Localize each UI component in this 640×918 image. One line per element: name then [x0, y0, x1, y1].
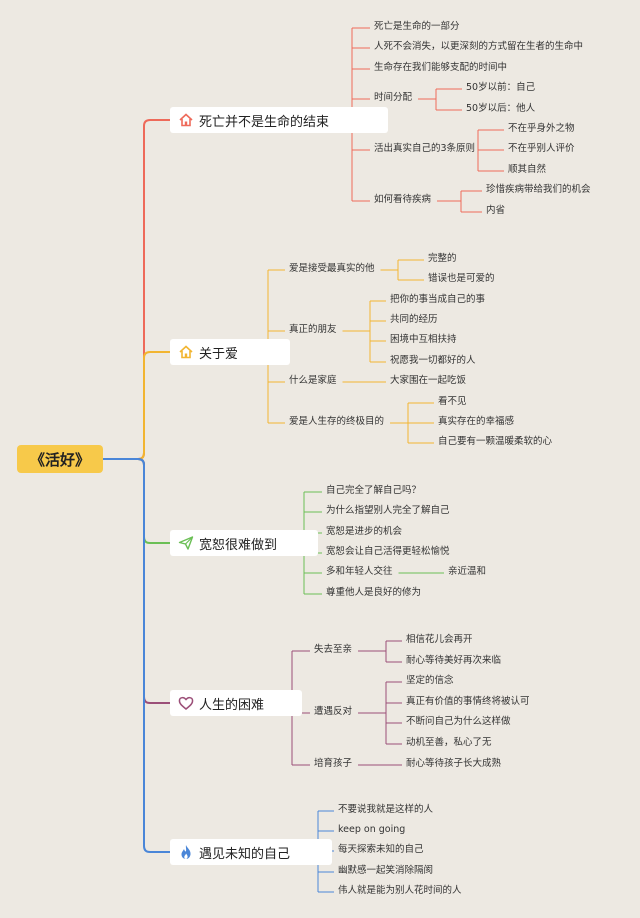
topic-label[interactable]: 爱是人生存的终极目的 — [289, 416, 385, 427]
topic-label[interactable]: keep on going — [338, 824, 406, 835]
subtopic-label[interactable]: 耐心等待美好再次来临 — [406, 655, 502, 666]
subtopic-label[interactable]: 坚定的信念 — [406, 675, 454, 686]
subtopic-label[interactable]: 把你的事当成自己的事 — [390, 294, 486, 305]
branch-label: 死亡并不是生命的结束 — [199, 114, 330, 130]
subtopic-label[interactable]: 相信花儿会再开 — [406, 634, 473, 645]
root-label: 《活好》 — [29, 450, 90, 469]
root-node[interactable]: 《活好》 — [17, 445, 103, 473]
subtopic-label[interactable]: 顺其自然 — [508, 164, 547, 175]
subtopic-label[interactable]: 大家围在一起吃饭 — [390, 375, 467, 386]
fire-icon — [178, 844, 194, 860]
subtopic-label[interactable]: 动机至善，私心了无 — [406, 737, 492, 748]
subtopic-label[interactable]: 亲近温和 — [448, 566, 487, 577]
branch-label: 遇见未知的自己 — [199, 846, 291, 862]
topic-label[interactable]: 活出真实自己的3条原则 — [374, 143, 476, 154]
subtopic-label[interactable]: 50岁以后：他人 — [466, 103, 536, 114]
branch-node[interactable]: 宽恕很难做到 — [170, 530, 318, 556]
topic-label[interactable]: 为什么指望别人完全了解自己 — [326, 505, 450, 516]
subtopic-label[interactable]: 珍惜疾病带给我们的机会 — [486, 184, 591, 195]
topic-label[interactable]: 尊重他人是良好的修为 — [326, 587, 422, 598]
subtopic-label[interactable]: 内省 — [486, 205, 506, 216]
topic-label[interactable]: 真正的朋友 — [289, 324, 337, 335]
home-icon — [178, 112, 194, 128]
subtopic-label[interactable]: 真实存在的幸福感 — [438, 416, 515, 427]
branch-node[interactable]: 死亡并不是生命的结束 — [170, 107, 388, 133]
subtopic-label[interactable]: 困境中互相扶持 — [390, 334, 457, 345]
subtopic-label[interactable]: 错误也是可爱的 — [428, 273, 495, 284]
topic-label[interactable]: 自己完全了解自己吗？ — [326, 485, 422, 496]
topic-label[interactable]: 幽默感一起笑消除隔阂 — [338, 865, 434, 876]
branch-node[interactable]: 关于爱 — [170, 339, 290, 365]
topic-label[interactable]: 生命存在我们能够支配的时间中 — [374, 62, 508, 73]
subtopic-label[interactable]: 不断问自己为什么这样做 — [406, 716, 511, 727]
topic-label[interactable]: 不要说我就是这样的人 — [338, 804, 434, 815]
branch-label: 关于爱 — [199, 346, 239, 362]
branch-node[interactable]: 遇见未知的自己 — [170, 839, 332, 865]
topic-label[interactable]: 时间分配 — [374, 92, 413, 103]
branch-node[interactable]: 人生的困难 — [170, 690, 302, 716]
topic-label[interactable]: 宽恕是进步的机会 — [326, 526, 403, 537]
subtopic-label[interactable]: 祝愿我一切都好的人 — [390, 355, 476, 366]
subtopic-label[interactable]: 不在乎别人评价 — [508, 143, 575, 154]
topic-label[interactable]: 宽恕会让自己活得更轻松愉悦 — [326, 546, 450, 557]
heart-icon — [178, 695, 194, 711]
subtopic-label[interactable]: 完整的 — [428, 253, 457, 264]
topic-label[interactable]: 每天探索未知的自己 — [338, 844, 424, 855]
topic-label[interactable]: 伟人就是能为别人花时间的人 — [338, 885, 462, 896]
topic-label[interactable]: 遭遇反对 — [314, 706, 353, 717]
subtopic-label[interactable]: 看不见 — [438, 396, 467, 407]
home-icon — [178, 344, 194, 360]
topic-label[interactable]: 死亡是生命的一部分 — [374, 21, 460, 32]
branch-label: 人生的困难 — [199, 697, 265, 713]
topic-label[interactable]: 失去至亲 — [314, 644, 353, 655]
topic-label[interactable]: 什么是家庭 — [289, 375, 337, 386]
topic-label[interactable]: 如何看待疾病 — [374, 194, 432, 205]
topic-label[interactable]: 人死不会消失，以更深刻的方式留在生者的生命中 — [374, 41, 584, 52]
paper-plane-icon — [178, 535, 194, 551]
subtopic-label[interactable]: 自己要有一颗温暖柔软的心 — [438, 436, 553, 447]
topic-label[interactable]: 爱是接受最真实的他 — [289, 263, 375, 274]
subtopic-label[interactable]: 耐心等待孩子长大成熟 — [406, 758, 502, 769]
subtopic-label[interactable]: 共同的经历 — [390, 314, 438, 325]
topic-label[interactable]: 培育孩子 — [314, 758, 353, 769]
subtopic-label[interactable]: 不在乎身外之物 — [508, 123, 575, 134]
branch-label: 宽恕很难做到 — [199, 537, 278, 553]
topic-label[interactable]: 多和年轻人交往 — [326, 566, 393, 577]
subtopic-label[interactable]: 50岁以前：自己 — [466, 82, 536, 93]
subtopic-label[interactable]: 真正有价值的事情终将被认可 — [406, 696, 530, 707]
